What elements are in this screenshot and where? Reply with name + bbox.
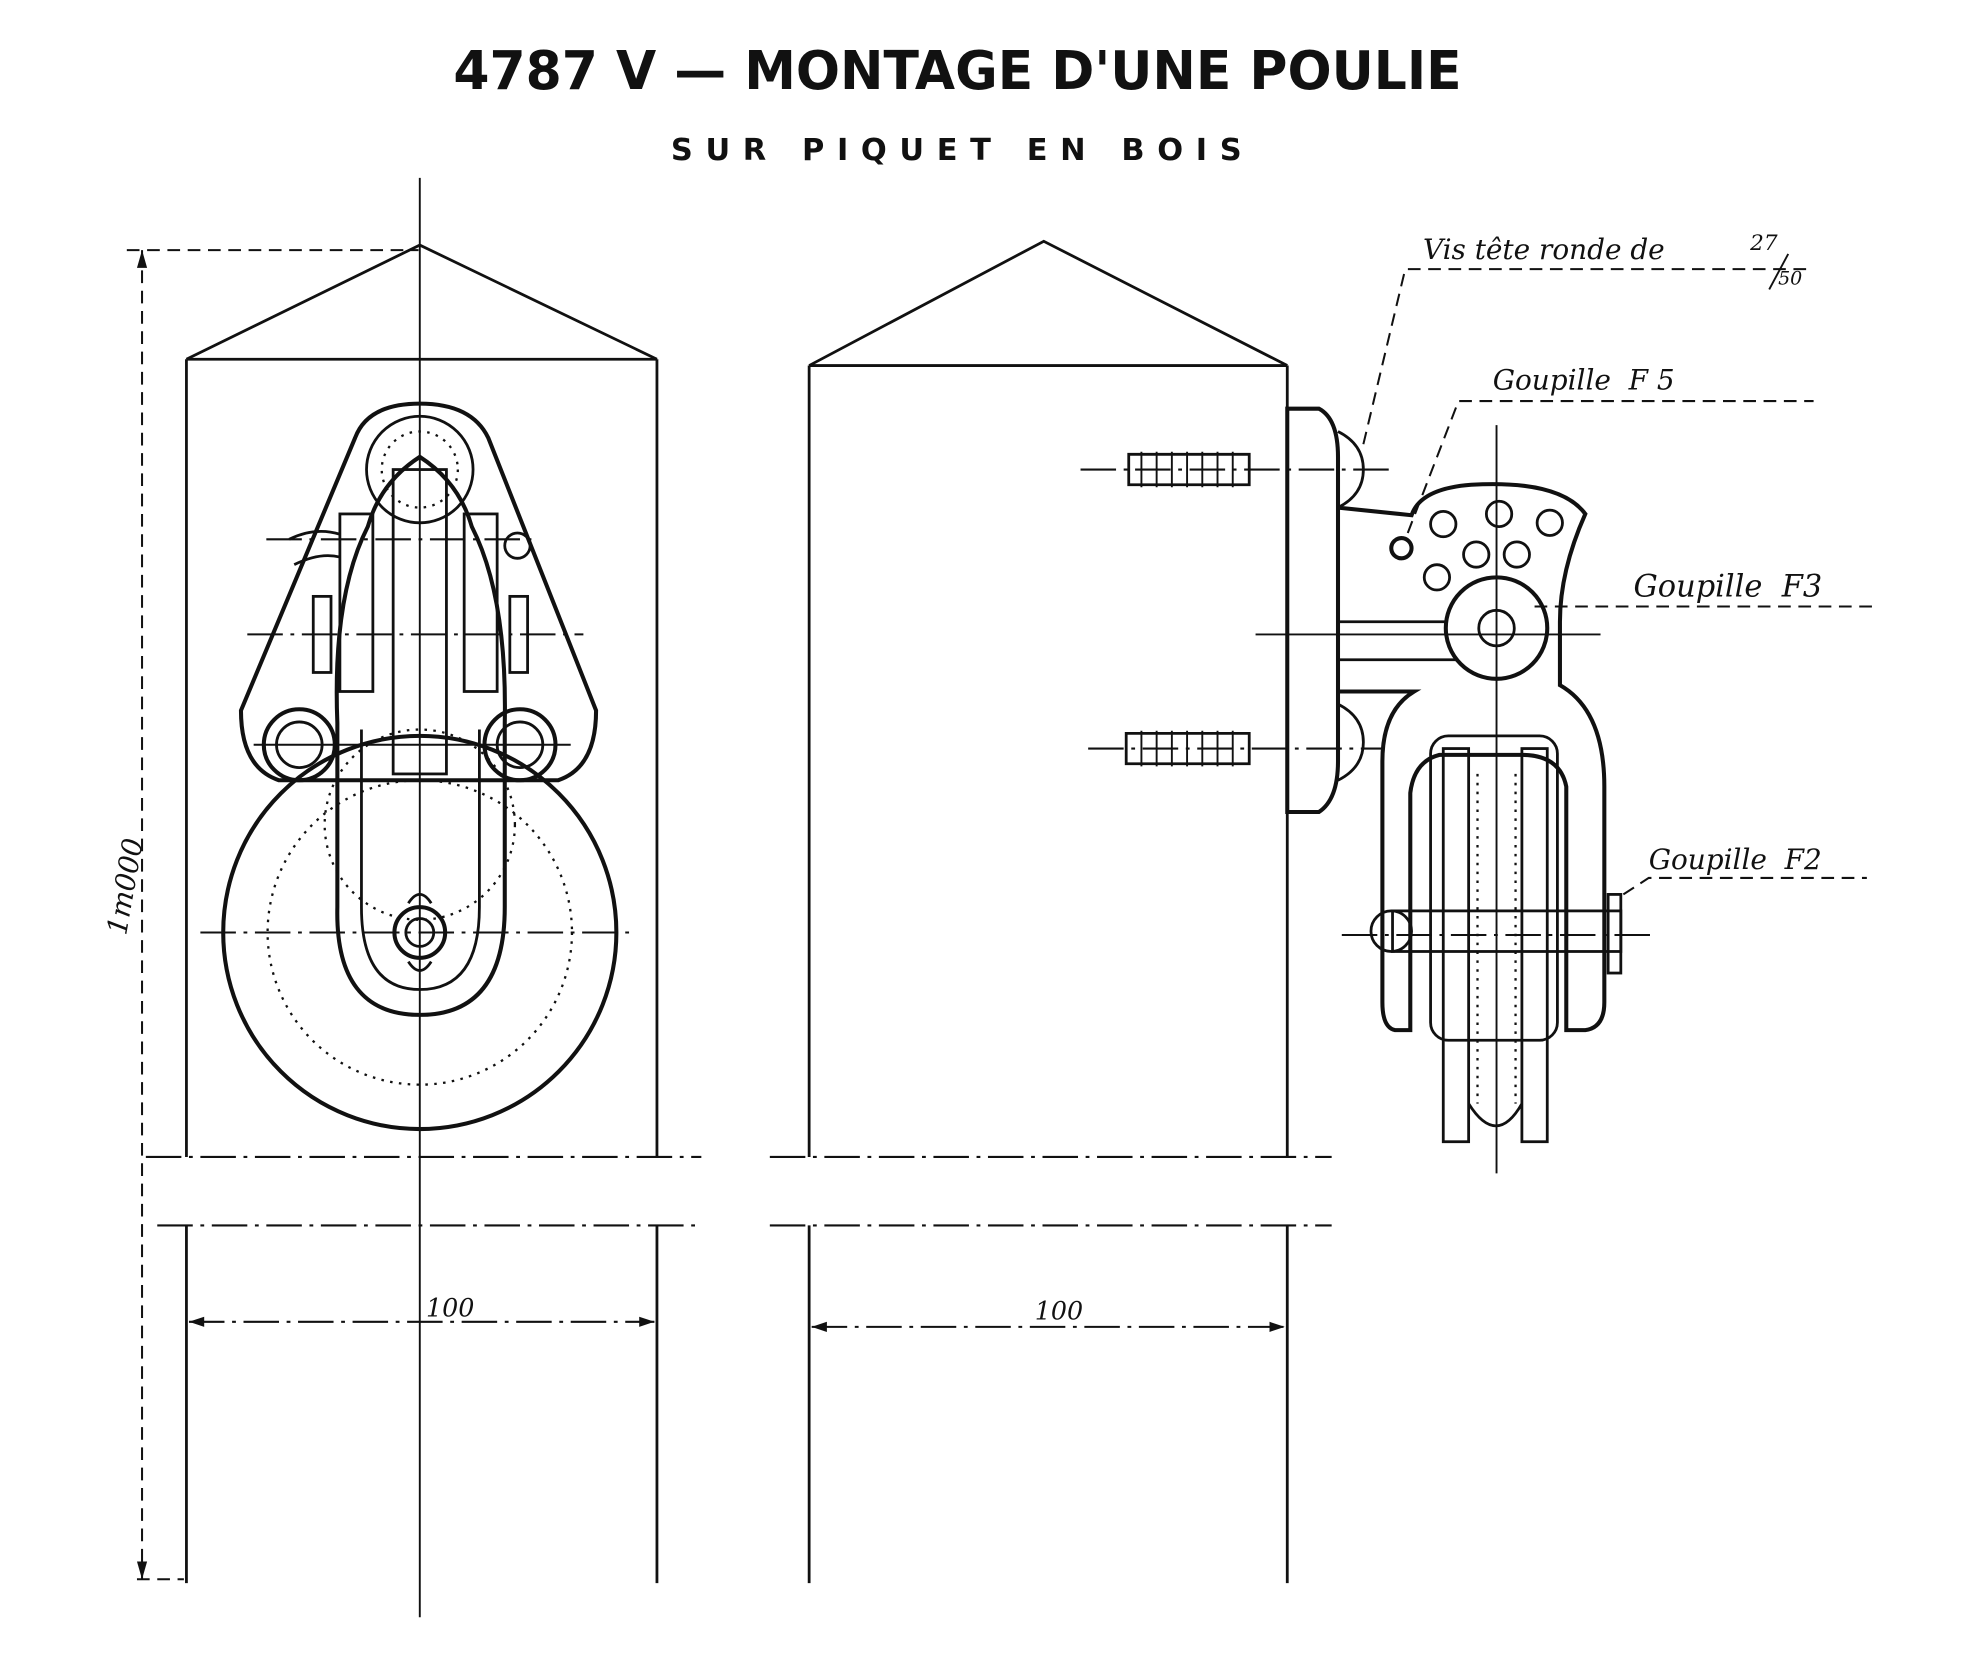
front-view-post: 1m000 100 bbox=[100, 177, 702, 1618]
pulley-side-view bbox=[1080, 406, 1656, 1174]
width-dimension-side: 100 bbox=[1035, 1295, 1083, 1325]
drawing-subtitle: SUR PIQUET EN BOIS bbox=[671, 133, 1242, 168]
drawing-title: 4787 V — MONTAGE D'UNE POULIE bbox=[453, 40, 1461, 102]
screw-threads bbox=[1124, 451, 1251, 767]
side-view-post: 100 bbox=[769, 239, 1332, 1584]
label-goupille-f2: Goupille F2 bbox=[1649, 843, 1822, 876]
leaders bbox=[1362, 268, 1878, 896]
width-dimension-front: 100 bbox=[426, 1293, 474, 1323]
label-screw: Vis tête ronde de bbox=[1423, 233, 1665, 266]
pulley-front-view bbox=[200, 401, 635, 1132]
label-goupille-f5: Goupille F 5 bbox=[1493, 364, 1675, 397]
label-screw-fraction-den: 50 bbox=[1778, 267, 1802, 289]
label-goupille-f3: Goupille F3 bbox=[1634, 569, 1823, 604]
label-screw-fraction-num: 27 bbox=[1749, 231, 1778, 256]
